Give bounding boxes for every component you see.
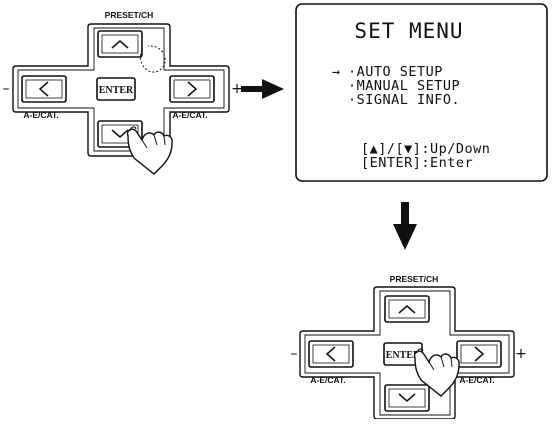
down-key[interactable] (384, 384, 430, 412)
pressing-finger-icon (126, 126, 173, 175)
preset-ch-label: PRESET/CH (390, 274, 439, 284)
right-category-label: A-E/CAT. (172, 110, 207, 120)
enter-key[interactable]: ENTER (96, 77, 136, 101)
chevron-down-icon (111, 129, 129, 138)
minus-sign: – (291, 346, 298, 362)
chevron-right-icon (474, 346, 485, 362)
right-category-label: A-E/CAT. (459, 375, 494, 385)
menu-item-auto-setup[interactable]: ·AUTO SETUP (348, 64, 443, 80)
chevron-up-icon (398, 305, 416, 314)
enter-key-label: ENTER (99, 85, 134, 96)
chevron-up-icon (111, 40, 129, 49)
minus-sign: – (3, 81, 10, 97)
up-key[interactable] (97, 30, 143, 58)
arrow-right-icon (241, 79, 284, 99)
remote-keypad-top: PRESET/CH A-E/CAT. ENTER A-E/C (3, 10, 243, 175)
chevron-right-icon (187, 81, 198, 97)
plus-sign: + (231, 81, 243, 97)
preset-ch-label: PRESET/CH (105, 10, 154, 20)
screen-title: SET MENU (354, 19, 463, 43)
up-key[interactable] (384, 295, 430, 323)
plus-sign: + (515, 346, 527, 362)
pressing-finger-icon (413, 348, 460, 397)
remote-keypad-bottom: PRESET/CH A-E/CAT. ENTER A-E/CAT. (291, 274, 527, 420)
left-category-label: A-E/CAT. (23, 110, 58, 120)
chevron-left-icon (325, 346, 336, 362)
right-key[interactable] (169, 75, 215, 103)
up-key-dotted-highlight (139, 45, 166, 73)
help-up-down: [▲]/[▼]:Up/Down (361, 141, 490, 157)
arrow-down-icon (393, 202, 417, 250)
chevron-left-icon (38, 81, 49, 97)
left-key[interactable] (308, 340, 354, 368)
left-key[interactable] (21, 75, 67, 103)
enter-key-label: ENTER (386, 350, 421, 361)
menu-item-manual-setup[interactable]: ·MANUAL SETUP (348, 78, 460, 94)
left-category-label: A-E/CAT. (310, 375, 345, 385)
set-menu-screen: SET MENU → ·AUTO SETUP ·MANUAL SETUP ·SI… (295, 3, 548, 182)
chevron-down-icon (398, 393, 416, 402)
menu-item-signal-info[interactable]: ·SIGNAL INFO. (348, 92, 460, 108)
help-enter: [ENTER]:Enter (361, 155, 473, 171)
right-key[interactable] (456, 340, 502, 368)
enter-key[interactable]: ENTER (383, 342, 423, 366)
menu-cursor-icon: → (332, 64, 341, 80)
